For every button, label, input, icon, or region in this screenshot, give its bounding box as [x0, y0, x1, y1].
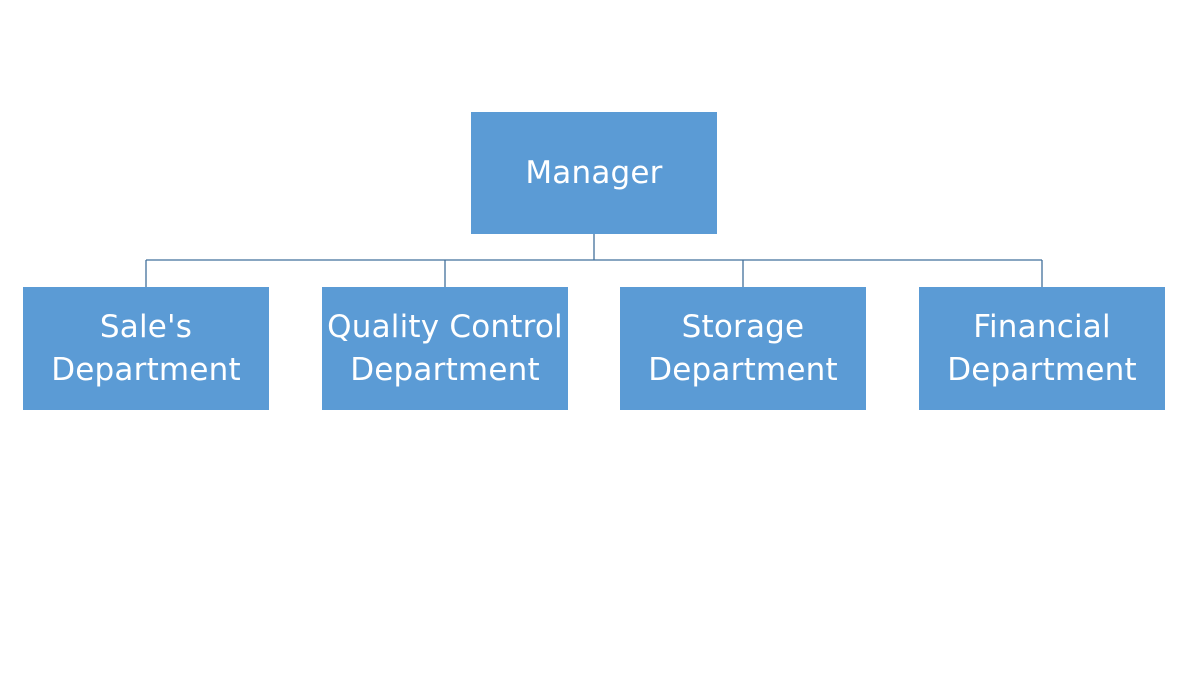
- manager-box: Manager: [471, 112, 717, 234]
- sales-department-label-line2: Department: [51, 351, 241, 388]
- financial-department-label-line1: Financial: [973, 308, 1111, 345]
- quality-control-department-box: Quality Control Department: [322, 287, 568, 410]
- storage-department-box: Storage Department: [620, 287, 866, 410]
- manager-label: Manager: [525, 154, 663, 191]
- financial-department-box: Financial Department: [919, 287, 1165, 410]
- sales-department-label-line1: Sale's: [99, 308, 193, 345]
- quality-control-department-label-line1: Quality Control: [327, 308, 563, 345]
- storage-department-label-line2: Department: [648, 351, 838, 388]
- financial-department-label-line2: Department: [947, 351, 1137, 388]
- quality-control-department-label-line2: Department: [350, 351, 540, 388]
- sales-department-box: Sale's Department: [23, 287, 269, 410]
- storage-department-label-line1: Storage: [681, 308, 805, 345]
